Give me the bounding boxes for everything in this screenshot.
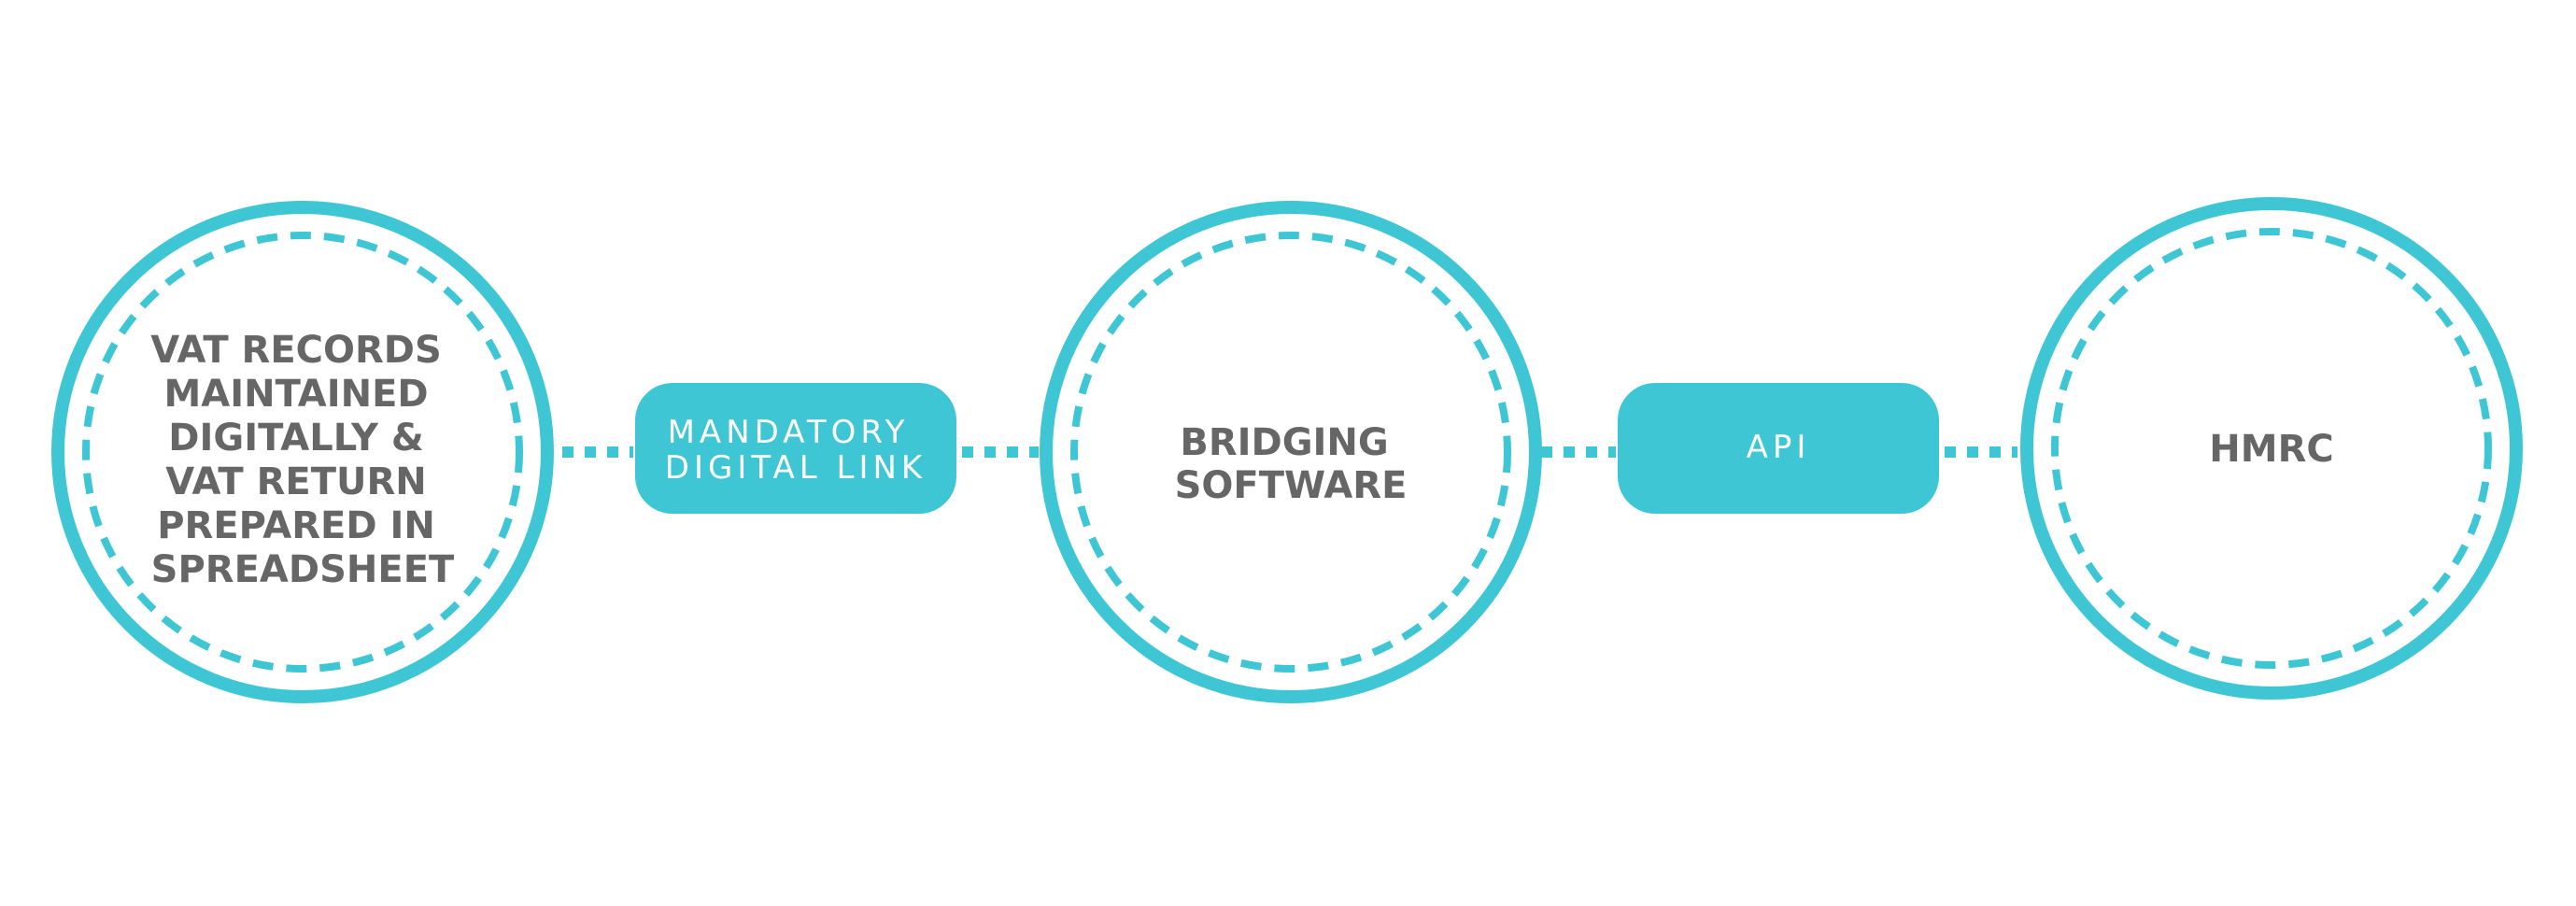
node-bridging-software-line: BRIDGING [1180,421,1388,464]
node-spreadsheet-line: VAT RECORDS [150,329,442,372]
link-api-line: API [1747,429,1811,466]
node-spreadsheet: VAT RECORDS MAINTAINED DIGITALLY & VAT R… [51,201,554,703]
node-hmrc-label: HMRC [2209,428,2333,471]
node-spreadsheet-line: MAINTAINED [163,373,428,416]
node-hmrc-line: HMRC [2209,428,2333,471]
node-bridging-software-line: SOFTWARE [1175,464,1408,507]
link-api-label: API [1747,429,1811,466]
link-mandatory-digital-link-label: MANDATORY DIGITAL LINK [665,414,927,487]
link-mandatory-digital-link: MANDATORY DIGITAL LINK [635,383,956,514]
node-spreadsheet-label: VAT RECORDS MAINTAINED DIGITALLY & VAT R… [150,329,455,591]
node-spreadsheet-line: SPREADSHEET [151,548,455,591]
link-mandatory-digital-link-line: MANDATORY [668,414,910,451]
node-bridging-software: BRIDGING SOFTWARE [1040,201,1542,703]
node-spreadsheet-line: PREPARED IN [157,504,435,547]
node-bridging-software-label: BRIDGING SOFTWARE [1175,421,1408,507]
node-spreadsheet-line: VAT RETURN [165,460,426,503]
link-api: API [1618,383,1939,514]
node-spreadsheet-line: DIGITALLY & [168,417,423,460]
link-mandatory-digital-link-line: DIGITAL LINK [665,449,927,487]
node-hmrc: HMRC [2020,197,2523,700]
